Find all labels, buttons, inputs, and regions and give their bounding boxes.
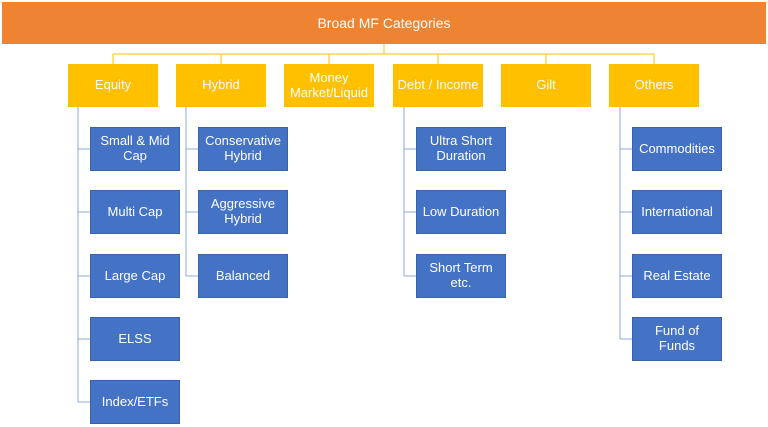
subcategory-commodities: Commodities bbox=[632, 127, 722, 171]
category-debt-income: Debt / Income bbox=[393, 64, 483, 107]
subcategory-index-etfs: Index/ETFs bbox=[90, 380, 180, 424]
subcategory-large-cap: Large Cap bbox=[90, 254, 180, 298]
subcategory-fund-of-funds: Fund of Funds bbox=[632, 317, 722, 361]
category-equity: Equity bbox=[68, 64, 158, 107]
subcategory-multi-cap: Multi Cap bbox=[90, 190, 180, 234]
subcategory-ultra-short-duration: Ultra Short Duration bbox=[416, 127, 506, 171]
root-node: Broad MF Categories bbox=[2, 2, 766, 44]
subcategory-international: International bbox=[632, 190, 722, 234]
category-others: Others bbox=[609, 64, 699, 107]
subcategory-small-mid-cap: Small & Mid Cap bbox=[90, 127, 180, 171]
category-money-market: Money Market/Liquid bbox=[284, 64, 374, 107]
category-hybrid: Hybrid bbox=[176, 64, 266, 107]
category-gilt: Gilt bbox=[501, 64, 591, 107]
subcategory-low-duration: Low Duration bbox=[416, 190, 506, 234]
subcategory-real-estate: Real Estate bbox=[632, 254, 722, 298]
subcategory-short-term: Short Term etc. bbox=[416, 254, 506, 298]
subcategory-aggressive-hybrid: Aggressive Hybrid bbox=[198, 190, 288, 234]
subcategory-balanced: Balanced bbox=[198, 254, 288, 298]
subcategory-elss: ELSS bbox=[90, 317, 180, 361]
subcategory-conservative-hybrid: Conservative Hybrid bbox=[198, 127, 288, 171]
